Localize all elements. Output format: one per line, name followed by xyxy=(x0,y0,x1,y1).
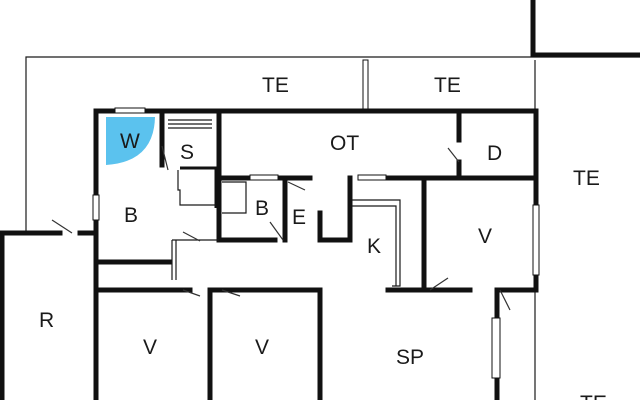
terrace-divider xyxy=(362,59,369,111)
house-walls xyxy=(93,108,539,400)
label-k: K xyxy=(367,235,381,258)
label-v-right: V xyxy=(478,225,492,248)
label-b-small: B xyxy=(255,197,269,220)
room-labels: TE TE TE TE OT W S D B B E K V R V V SP xyxy=(39,74,607,400)
label-te-right: TE xyxy=(573,167,600,190)
label-te-top-left: TE xyxy=(262,74,289,97)
label-d: D xyxy=(487,142,502,165)
label-v-bottom-mid: V xyxy=(255,336,269,359)
windows xyxy=(92,107,540,379)
label-w: W xyxy=(120,130,140,153)
label-e: E xyxy=(292,206,306,229)
label-r: R xyxy=(39,309,54,332)
label-s: S xyxy=(180,141,194,164)
s-fixture xyxy=(168,119,212,129)
kitchen-partition xyxy=(171,199,401,287)
label-te-bottom-right: TE xyxy=(580,392,607,400)
label-b-left: B xyxy=(124,204,138,227)
shower-area xyxy=(106,117,155,165)
label-v-bottom-left: V xyxy=(143,336,157,359)
annex-outline xyxy=(530,0,640,58)
label-sp: SP xyxy=(396,346,424,369)
label-te-top-right: TE xyxy=(434,74,461,97)
room-r-walls xyxy=(0,230,99,400)
label-ot: OT xyxy=(330,132,359,155)
bath-partitions xyxy=(177,170,247,214)
doors xyxy=(51,145,511,311)
